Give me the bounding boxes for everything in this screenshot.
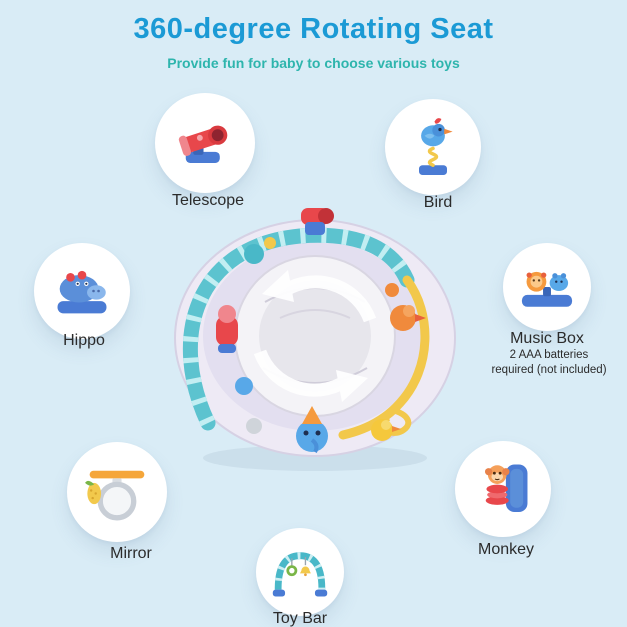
rim-gray-bead: [246, 418, 262, 434]
rotating-seat-image: [160, 198, 470, 478]
monkey-label: Monkey: [477, 541, 535, 558]
rim-rattle-toy: [244, 237, 276, 264]
rim-telescope-toy: [301, 208, 334, 235]
music-box-note-line1: 2 AAA batteries: [509, 349, 589, 361]
telescope-label: Telescope: [171, 192, 245, 209]
mirror-icon: [79, 454, 155, 530]
bird-label: Bird: [423, 194, 453, 211]
rim-red-toy: [216, 305, 238, 353]
mirror-callout-bubble: [67, 442, 167, 542]
page-title: 360-degree Rotating Seat: [133, 13, 494, 45]
rim-orange-bead: [385, 283, 399, 297]
page-subtitle: Provide fun for baby to choose various t…: [167, 55, 460, 71]
telescope-icon: [168, 106, 242, 180]
music-box-note: 2 AAA batteries required (not included): [479, 348, 619, 378]
rim-blue-bead: [235, 377, 253, 395]
music-box-note-line2: required (not included): [491, 364, 607, 376]
telescope-callout-bubble: [155, 93, 255, 193]
rotation-arrows: [253, 270, 377, 402]
bird-callout-bubble: [385, 99, 481, 195]
rim-duck-toy: [371, 419, 401, 441]
mirror-label: Mirror: [110, 545, 152, 562]
rim-elephant-toy: [296, 406, 328, 453]
monkey-callout-bubble: [455, 441, 551, 537]
hippo-icon: [46, 255, 118, 327]
toy-bar-icon: [266, 538, 334, 606]
bird-icon: [398, 112, 468, 182]
music-box-icon: [514, 254, 580, 320]
hippo-callout-bubble: [34, 243, 130, 339]
monkey-icon: [467, 453, 539, 525]
rim-bird-toy: [390, 305, 426, 331]
music-box-label: Music Box: [510, 330, 584, 347]
music-box-callout-bubble: [503, 243, 591, 331]
toy-bar-callout-bubble: [256, 528, 344, 616]
hippo-label: Hippo: [63, 332, 105, 349]
toy-bar-label: Toy Bar: [272, 610, 328, 627]
